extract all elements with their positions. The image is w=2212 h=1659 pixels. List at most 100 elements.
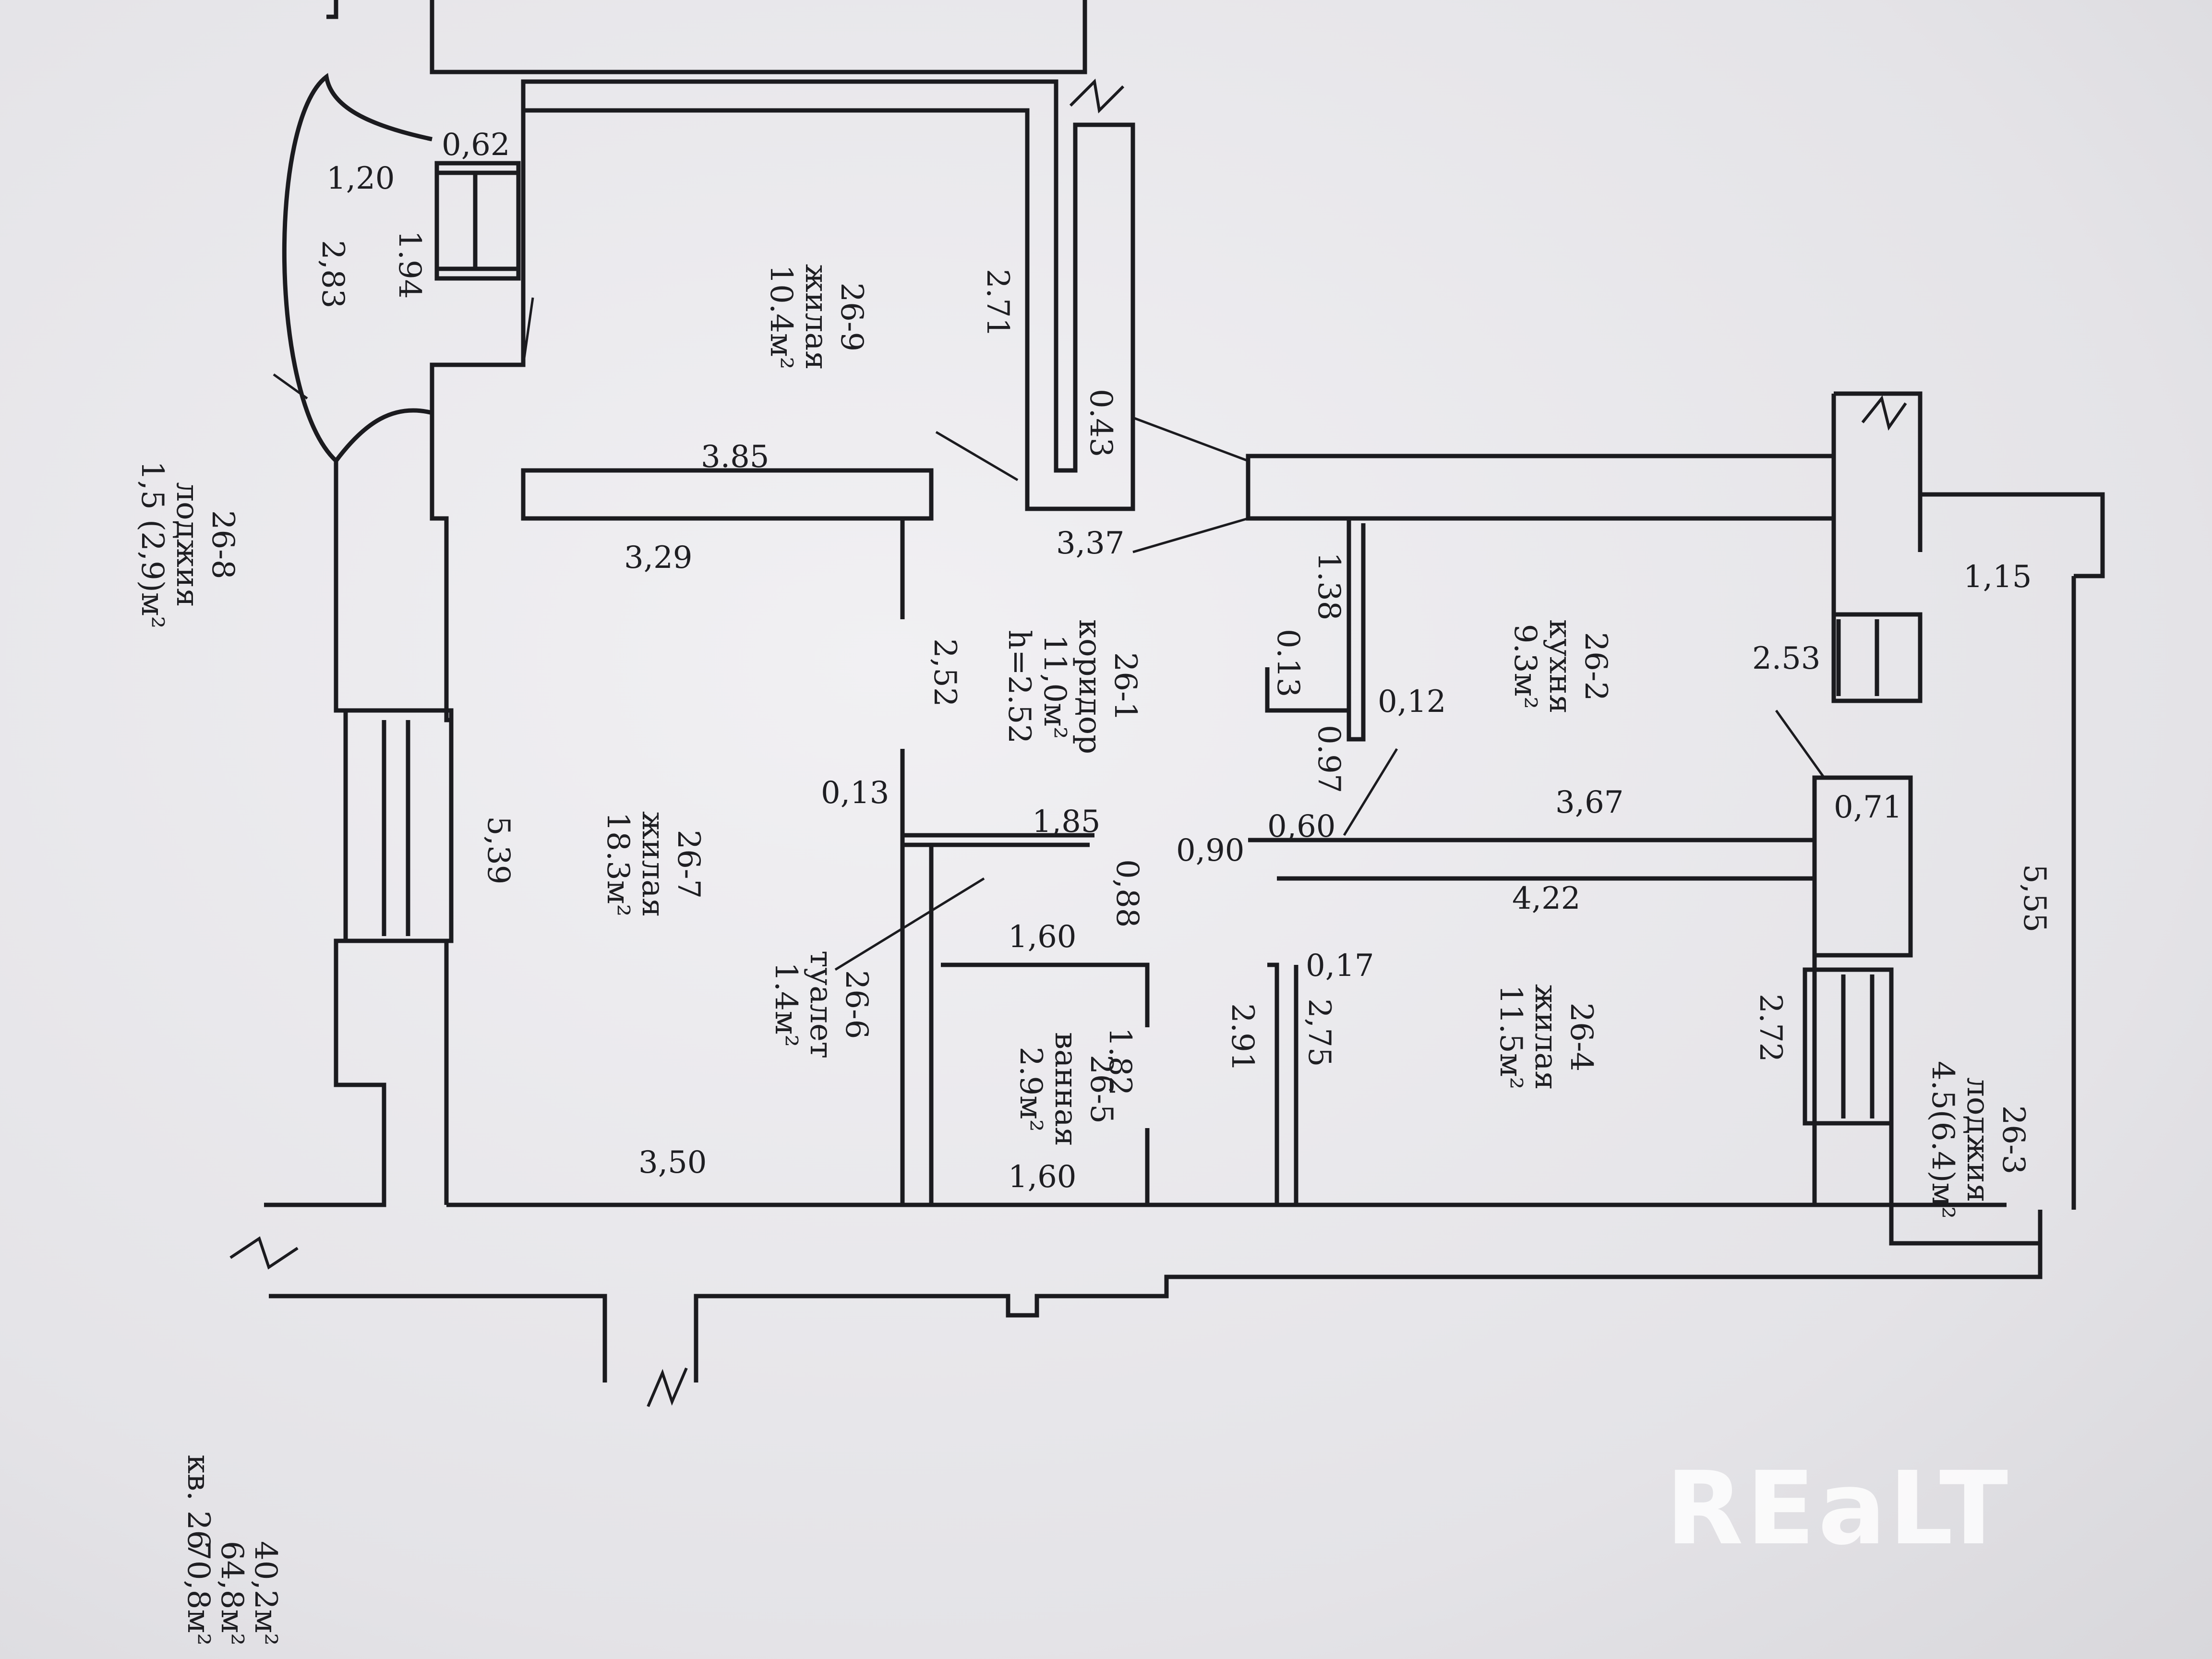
total-area: 64,8м²: [214, 1541, 250, 1646]
dimension-label: 2.72: [1753, 994, 1788, 1062]
room-id: 26-4: [1563, 1002, 1599, 1072]
room-id: 26-3: [1996, 1105, 2031, 1175]
dimension-label: 1,60: [1008, 919, 1077, 955]
window-frame: [434, 161, 521, 281]
wall-right-outer: [1920, 492, 2105, 578]
dimension-label: 0,71: [1834, 790, 1902, 825]
wall-bottom-outer: [269, 1210, 2043, 1382]
dimension-label: 2.91: [1225, 1003, 1260, 1072]
room-area: 10.4м²: [763, 264, 799, 370]
room-area: 11,0м²: [1036, 634, 1072, 739]
leader-line: [935, 431, 1019, 481]
dimension-label: 0,88: [1109, 859, 1145, 928]
room-name: ванная: [1048, 1032, 1084, 1147]
apartment-number: кв. 26: [180, 1455, 216, 1550]
room-area: 1,5 (2,9)м²: [134, 461, 170, 629]
dimension-label: 1,15: [1963, 559, 2032, 595]
dimension-label: 2.53: [1752, 641, 1821, 676]
wall-room4-left: [1267, 962, 1298, 1205]
room-area: 2.9м²: [1012, 1046, 1048, 1132]
dimension-label: 2,83: [315, 240, 350, 309]
room-area: 4.5(6.4)м²: [1924, 1061, 1960, 1219]
leader-line: [1343, 748, 1398, 836]
room-name: жилая: [798, 264, 834, 370]
wall-right-upper: [1831, 391, 1923, 614]
leader-line: [522, 297, 534, 365]
dimension-label: 1,60: [1008, 1159, 1077, 1195]
dimension-label: 0,17: [1306, 948, 1374, 984]
total-area-with-loggia: 70,8м²: [180, 1541, 216, 1646]
wall-kitchen-top: [1246, 454, 1836, 521]
dimension-label: 3.85: [701, 439, 769, 475]
window-left: [343, 708, 454, 943]
window-room4: [1803, 967, 1894, 1126]
room-id: 26-9: [834, 282, 869, 352]
room-id: 26-7: [671, 830, 706, 899]
room-name: коридор: [1072, 619, 1108, 755]
dimension-label: 0,12: [1378, 684, 1446, 720]
room-area: 11.5м²: [1492, 985, 1528, 1090]
wall-outer-top: [326, 0, 338, 19]
leader-line: [1132, 416, 1249, 462]
dimension-label: 2.71: [980, 269, 1015, 337]
dimension-label: 5,39: [481, 816, 516, 885]
wall-9-7: [521, 468, 934, 521]
break-mark: [647, 1367, 688, 1407]
dimension-label: 3,37: [1056, 526, 1125, 561]
room-height: h=2.52: [1001, 629, 1037, 744]
room-26-1-label: 26-1 коридор 11,0м² h=2.52: [1001, 619, 1143, 755]
room-id: 26-2: [1578, 632, 1613, 701]
room-name: кухня: [1542, 619, 1578, 714]
dimension-label: 1.82: [1102, 1027, 1138, 1096]
dimension-label: 2,75: [1301, 998, 1337, 1067]
wall-outer-top: [430, 0, 1087, 74]
dimension-label: 0.97: [1311, 725, 1346, 793]
dimension-label: 2,52: [927, 638, 962, 707]
dimension-label: 1,85: [1032, 804, 1101, 840]
dimension-label: 3,67: [1555, 785, 1624, 820]
dimension-label: 1.94: [392, 230, 427, 299]
room-area: 9.3м²: [1507, 624, 1543, 709]
dimension-label: 0,60: [1267, 809, 1336, 844]
realt-watermark: REaLT: [1666, 1450, 2011, 1567]
leader-line: [1775, 709, 1826, 779]
dimension-label: 0,90: [1176, 833, 1245, 868]
dimension-label: 3,29: [624, 540, 693, 576]
room-name: жилая: [1528, 984, 1564, 1090]
break-mark: [229, 1236, 299, 1270]
leader-line: [273, 373, 308, 400]
dimension-label: 5,55: [2017, 864, 2052, 933]
total-living-area: 40,2м²: [248, 1541, 283, 1646]
dimension-label: 0.43: [1083, 389, 1118, 457]
dimension-label: 0,13: [821, 775, 890, 811]
wall-room9-left: [430, 110, 526, 413]
leader-line: [1132, 517, 1249, 553]
wall-kitchen-partition: [1265, 518, 1366, 742]
wall-left-outer: [264, 461, 386, 1207]
room-id: 26-8: [205, 510, 240, 579]
room-26-6-label: 26-6 туалет 1.4м²: [768, 950, 874, 1058]
loggia-8-arc: [282, 72, 433, 464]
dimension-label: 1,20: [326, 161, 395, 196]
room-26-2-label: 26-2 кухня 9.3м²: [1507, 619, 1613, 714]
wall-bath: [902, 842, 1150, 1205]
room-area: 1.4м²: [768, 962, 804, 1047]
leader-line: [834, 877, 985, 971]
room-26-4-label: 26-4 жилая 11.5м²: [1492, 984, 1599, 1090]
dimension-label: 4,22: [1512, 881, 1581, 916]
room-name: лоджия: [1960, 1077, 1996, 1202]
room-name: туалет: [803, 950, 839, 1059]
dimension-label: 0,62: [442, 127, 510, 163]
wall-room9-top: [521, 79, 1135, 511]
dimension-label: 1.38: [1311, 552, 1346, 621]
wall-kitchen-bottom: [1248, 838, 1817, 881]
room-id: 26-6: [839, 970, 874, 1039]
break-mark: [1861, 395, 1907, 431]
wall-left-inner: [430, 413, 454, 1205]
room-26-3-label: 26-3 лоджия 4.5(6.4)м²: [1924, 1061, 2031, 1219]
room-26-9-label: 26-9 жилая 10.4м²: [763, 264, 869, 370]
loggia-3: [1889, 576, 2076, 1246]
room-id: 26-1: [1107, 652, 1143, 721]
